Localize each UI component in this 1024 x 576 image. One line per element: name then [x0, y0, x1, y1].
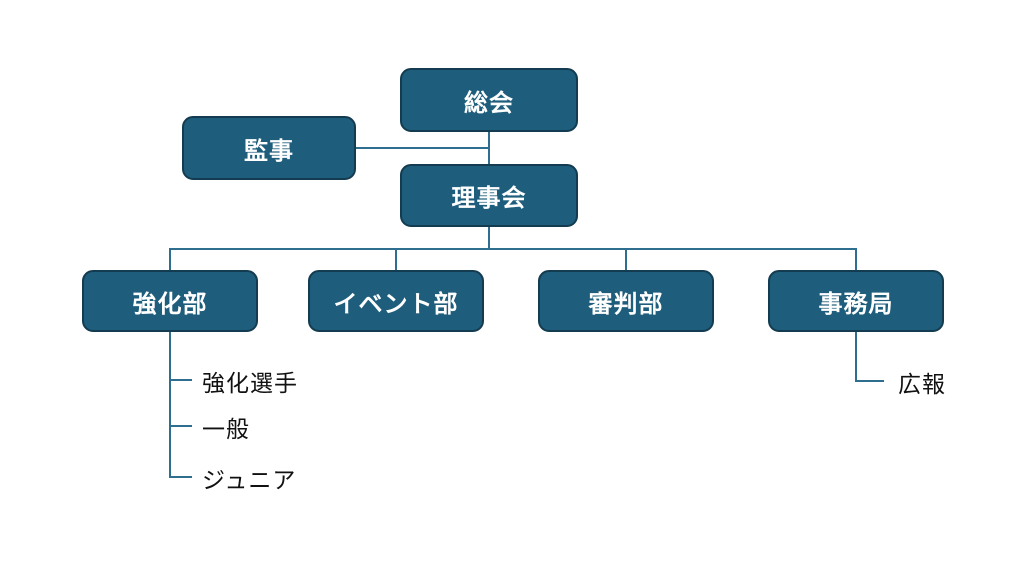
connector-kyoka-stem [169, 332, 171, 478]
connector-jimukyoku-stem [855, 332, 857, 382]
sub-label-ippan: 一般 [202, 416, 250, 442]
node-dept-kyoka-label: 強化部 [132, 290, 208, 318]
node-dept-event-label: イベント部 [333, 290, 459, 318]
node-dept-shinpan-label: 審判部 [588, 290, 664, 318]
connector-kyoka-tick-1 [169, 379, 192, 381]
node-general-assembly-label: 総会 [464, 89, 514, 117]
node-dept-kyoka: 強化部 [82, 270, 258, 332]
connector-drop-event [395, 248, 397, 270]
node-general-assembly: 総会 [400, 68, 578, 132]
sub-label-junior: ジュニア [202, 467, 297, 493]
connector-auditor-to-trunk [356, 147, 490, 149]
connector-kyoka-tick-3 [169, 476, 192, 478]
node-auditor: 監事 [182, 116, 356, 180]
node-auditor-label: 監事 [244, 137, 294, 165]
node-board-of-directors-label: 理事会 [451, 185, 527, 212]
node-dept-jimukyoku: 事務局 [768, 270, 944, 332]
node-dept-shinpan: 審判部 [538, 270, 714, 332]
node-dept-event: イベント部 [308, 270, 484, 332]
connector-jimukyoku-tick [855, 380, 884, 382]
connector-kyoka-tick-2 [169, 425, 192, 427]
connector-drop-shinpan [625, 248, 627, 270]
node-dept-jimukyoku-label: 事務局 [818, 290, 894, 318]
sub-label-kyoka-senshu: 強化選手 [202, 370, 298, 396]
connector-bus-line [169, 248, 857, 250]
connector-board-to-bus [488, 227, 490, 249]
connector-drop-jimukyoku [855, 248, 857, 270]
sub-label-koho: 広報 [898, 371, 946, 397]
connector-drop-kyoka [169, 248, 171, 270]
node-board-of-directors: 理事会 [400, 164, 578, 227]
